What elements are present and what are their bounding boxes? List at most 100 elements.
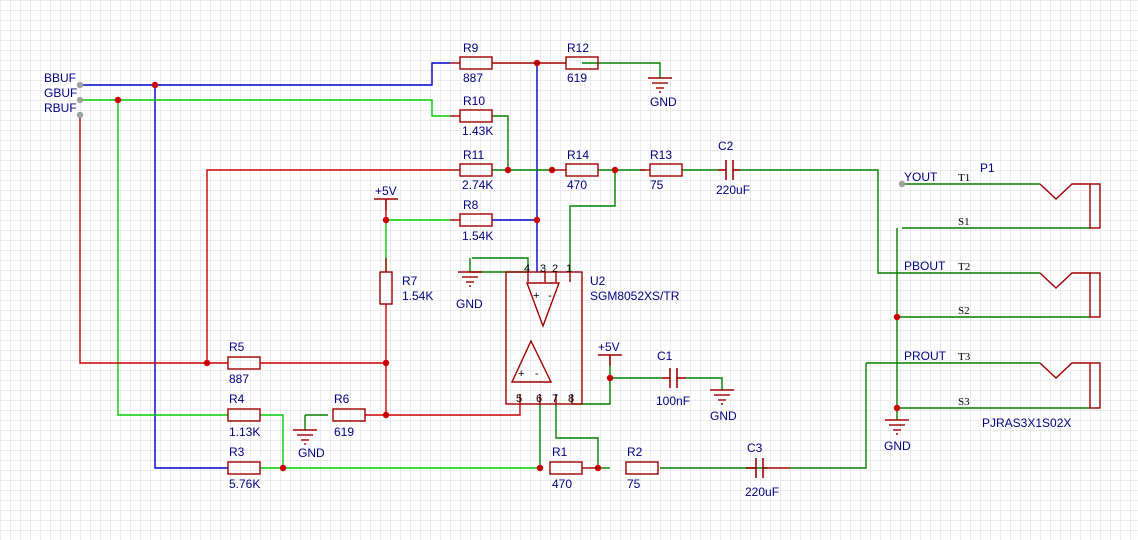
r9-value: 887	[463, 71, 483, 85]
wire	[740, 169, 1040, 274]
junction-dot	[382, 411, 390, 419]
junction-dot	[151, 81, 159, 89]
u2-pin1: 1	[566, 263, 572, 275]
gnd-label-3: GND	[710, 409, 737, 423]
wire	[492, 115, 509, 170]
u2-ref: U2	[590, 274, 606, 288]
gnd-symbol-1	[648, 77, 672, 93]
net-label-rbuf: RBUF	[44, 101, 77, 115]
resistor-r7[interactable]	[379, 258, 393, 305]
wire	[569, 170, 616, 272]
power-labels: +5V +5V	[375, 184, 620, 354]
opamp-u2[interactable]	[505, 271, 583, 405]
r10-ref: R10	[463, 94, 485, 108]
junction-dot	[114, 96, 122, 104]
net-rbuf-wires	[79, 115, 521, 416]
gnd-label-1: GND	[650, 95, 677, 109]
junction-dot	[504, 166, 512, 174]
wire	[790, 363, 867, 469]
resistor-r4[interactable]	[227, 408, 261, 422]
opamp-body	[505, 271, 583, 405]
c2-ref: C2	[718, 139, 734, 153]
opamp-a-plus: +	[533, 290, 539, 302]
ground-symbols	[293, 77, 909, 445]
gnd-symbol-4	[293, 429, 317, 445]
vcc-label-b: +5V	[598, 340, 620, 354]
r4-value: 1.13K	[229, 425, 260, 439]
opamp-b-plus: +	[518, 368, 524, 380]
resistor-r1[interactable]	[549, 461, 598, 475]
r5-ref: R5	[229, 340, 245, 354]
r12-ref: R12	[567, 41, 589, 55]
resistor-r13[interactable]	[640, 163, 683, 177]
wire	[260, 414, 284, 468]
junction-dot	[382, 359, 390, 367]
r6-value: 619	[334, 425, 354, 439]
resistor-r2[interactable]	[625, 461, 659, 475]
net-label-yout: YOUT	[904, 170, 938, 184]
port-gbuf-pin	[76, 96, 84, 104]
net-ports[interactable]	[76, 81, 906, 188]
resistor-r10[interactable]	[450, 109, 493, 123]
p1-pin-t3: T3	[958, 351, 971, 363]
capacitor-labels: C2 220uF C1 100nF C3 220uF	[656, 139, 779, 499]
resistor-labels: R9 887 R12 619 R10 1.43K R11 2.74K R14 4…	[229, 41, 672, 491]
net-label-gbuf: GBUF	[44, 86, 77, 100]
wire	[582, 62, 661, 78]
p1-part: PJRAS3X1S02X	[982, 416, 1071, 430]
u2-pin3: 3	[540, 263, 546, 275]
resistor-r9[interactable]	[450, 56, 537, 70]
wire	[365, 404, 521, 416]
gnd-label-4: GND	[298, 446, 325, 460]
u2-part: SGM8052XS/TR	[590, 289, 680, 303]
junction-dot	[203, 359, 211, 367]
u2-pin7: 7	[552, 393, 558, 405]
p1-pin-s1: S1	[958, 216, 970, 228]
u2-pin5: 5	[516, 393, 522, 405]
net-labels: BBUF GBUF RBUF YOUT PBOUT PROUT	[44, 71, 947, 363]
port-bbuf-pin	[76, 81, 84, 89]
power-symbols	[374, 198, 622, 366]
p1-pin-t1: T1	[958, 172, 970, 184]
r4-ref: R4	[229, 392, 245, 406]
resistor-r5[interactable]	[227, 356, 261, 370]
capacitor-c1[interactable]	[662, 368, 686, 388]
capacitor-c3[interactable]	[746, 458, 790, 478]
resistor-r14[interactable]	[550, 163, 599, 177]
wire	[117, 100, 228, 416]
connector-p1[interactable]	[1039, 183, 1101, 409]
opamp-a-minus: -	[548, 290, 552, 302]
r1-ref: R1	[552, 445, 568, 459]
r2-ref: R2	[627, 445, 643, 459]
wire	[472, 257, 529, 272]
wire	[686, 377, 723, 390]
c1-ref: C1	[657, 349, 673, 363]
capacitor-c2[interactable]	[718, 160, 740, 180]
resistor-r3[interactable]	[227, 461, 261, 475]
u2-pin8: 8	[568, 393, 574, 405]
junctions	[114, 59, 901, 472]
r1-value: 470	[552, 477, 572, 491]
vcc-symbol-a	[374, 198, 398, 210]
r14-value: 470	[567, 178, 587, 192]
resistor-r8[interactable]	[450, 213, 493, 227]
resistor-r11[interactable]	[450, 163, 493, 177]
wire	[79, 115, 228, 364]
opamp-b-triangle	[510, 339, 553, 383]
r3-ref: R3	[229, 445, 245, 459]
junction-dot	[533, 216, 541, 224]
c3-ref: C3	[747, 441, 763, 455]
resistor-r12[interactable]	[537, 56, 599, 70]
jack-1	[1039, 183, 1101, 229]
opamp-labels: U2 SGM8052XS/TR 4 3 2 1 5 6 7 8 + - + -	[516, 263, 680, 405]
junction-dot	[536, 464, 544, 472]
r8-ref: R8	[463, 198, 479, 212]
gnd-label-5: GND	[884, 439, 911, 453]
resistor-r6[interactable]	[332, 408, 366, 422]
vcc-label-a: +5V	[375, 184, 397, 198]
net-label-pbout: PBOUT	[904, 259, 946, 273]
opamp-a-triangle	[525, 282, 561, 329]
capacitors	[662, 160, 790, 478]
